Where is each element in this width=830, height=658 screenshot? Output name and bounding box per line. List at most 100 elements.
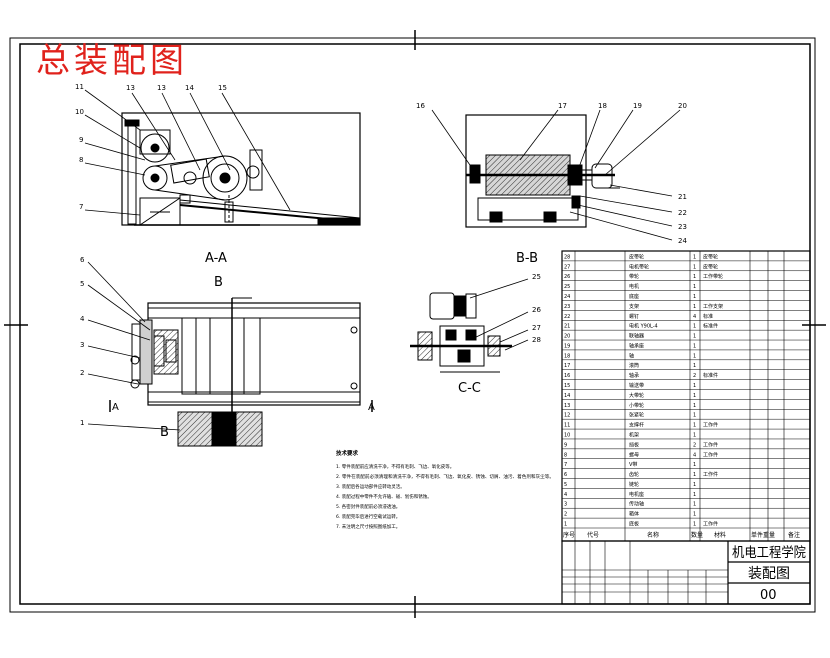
callout-18: 18 [598,102,607,110]
bom-header-cell: 备注 [788,531,800,539]
callout-13a: 13 [126,84,135,92]
bom-cell-note: 工作支架 [703,303,723,310]
bom-cell-name: 滚筒 [629,362,639,369]
bom-header-cell: 序号 [563,531,575,539]
view-c-c-callouts: 25 26 27 28 [532,273,541,344]
bom-cell-no: 22 [564,314,570,320]
bom-cell-note: 标准件 [703,323,718,330]
view-a-a [121,112,361,226]
bom-cell-name: 皮带轮 [629,253,644,260]
bom-cell-no: 19 [564,343,570,349]
bom-cell-qty: 1 [693,522,696,528]
bom-cell-qty: 1 [693,502,696,508]
view-b-b [465,114,620,228]
bom-cell-no: 15 [564,383,570,389]
callout-15: 15 [218,84,227,92]
school-name: 机电工程学院 [732,545,806,561]
bom-cell-qty: 1 [693,324,696,330]
bom-cell-qty: 1 [693,432,696,438]
bom-cell-name: 电机 [629,283,639,290]
bom-cell-note: 工作带轮 [703,273,723,280]
bom-cell-no: 8 [564,452,567,458]
bom-cell-no: 21 [564,324,570,330]
notes-line-7: 7. 未注明之尺寸按照图纸加工。 [336,523,400,530]
bom-cell-name: 带轮 [629,273,639,280]
title-block [561,540,811,605]
bom-cell-note: 工作件 [703,422,718,429]
bom-cell-qty: 1 [693,343,696,349]
bom-cell-qty: 1 [693,254,696,260]
callout-3: 3 [80,341,84,349]
callout-23: 23 [678,223,687,231]
bom-cell-qty: 1 [693,472,696,478]
bom-row: 21 电机 Y90L-4 1 标准件 [564,323,718,330]
bom-cell-name: 大带轮 [629,392,644,399]
bom-cell-qty: 4 [693,314,696,320]
bom-header-cell: 名称 [647,531,659,539]
bom-cell-no: 9 [564,442,567,448]
bom-cell-no: 7 [564,462,567,468]
bom-cell-name: 链轮 [629,481,639,488]
callout-9: 9 [79,136,83,144]
bom-cell-note: 工作件 [703,441,718,448]
bom-cell-qty: 2 [693,373,696,379]
section-mark-a-right: A [368,402,375,413]
notes-line-4: 4. 装配过程中零件不允许磕、碰、划伤和锈蚀。 [336,493,432,500]
view-b-b-leaders [431,109,681,241]
bom-cell-no: 2 [564,512,567,518]
bom-cell-name: 底座 [629,293,639,300]
bom-cell-qty: 1 [693,353,696,359]
bom-cell-qty: 1 [693,304,696,310]
callout-13b: 13 [157,84,166,92]
view-plan-callouts: 6 5 4 3 2 1 [80,256,85,427]
bom-cell-qty: 1 [693,492,696,498]
bom-cell-no: 28 [564,254,570,260]
bom-cell-name: 支架 [629,303,639,310]
notes-line-3: 3. 装配后各运动部件应转动灵活。 [336,483,405,490]
bom-cell-qty: 1 [693,284,696,290]
bom-frame [561,250,811,542]
bom-cell-note: 皮带轮 [703,253,718,260]
view-c-c-leaders [469,278,529,351]
bom-cell-qty: 1 [693,413,696,419]
drawing-number: 00 [760,588,777,603]
drawing-name: 装配图 [748,566,790,582]
bom-cell-name: 轴 [629,352,634,359]
bom-cell-qty: 2 [693,442,696,448]
bom-cell-name: 螺母 [629,451,639,458]
bom-cell-name: 支撑杆 [629,422,644,429]
callout-28: 28 [532,336,541,344]
bom-cell-no: 25 [564,284,570,290]
bom-cell-name: 螺钉 [629,313,639,320]
bom-cell-no: 1 [564,522,567,528]
view-label-b-b: B-B [516,251,538,266]
callout-17: 17 [558,102,567,110]
bom-cell-no: 18 [564,353,570,359]
bom-cell-no: 26 [564,274,570,280]
callout-2: 2 [80,369,84,377]
callout-10: 10 [75,108,84,116]
bom-cell-qty: 1 [693,403,696,409]
bom-cell-no: 6 [564,472,567,478]
bom-cell-name: 电机 Y90L-4 [629,323,658,330]
bom-cell-note: 标准件 [703,372,718,379]
callout-6: 6 [80,256,85,264]
bom-cell-name: 输送带 [629,382,644,389]
bom-row: 28 皮带轮 1 皮带轮 [564,253,718,260]
bom-cell-name: 电机座 [629,491,644,498]
view-label-c-c: C-C [458,381,481,396]
bom-cell-no: 5 [564,482,567,488]
bom-cell-no: 24 [564,294,570,300]
bom-cell-no: 17 [564,363,570,369]
bom-cell-no: 4 [564,492,567,498]
callout-21: 21 [678,193,687,201]
